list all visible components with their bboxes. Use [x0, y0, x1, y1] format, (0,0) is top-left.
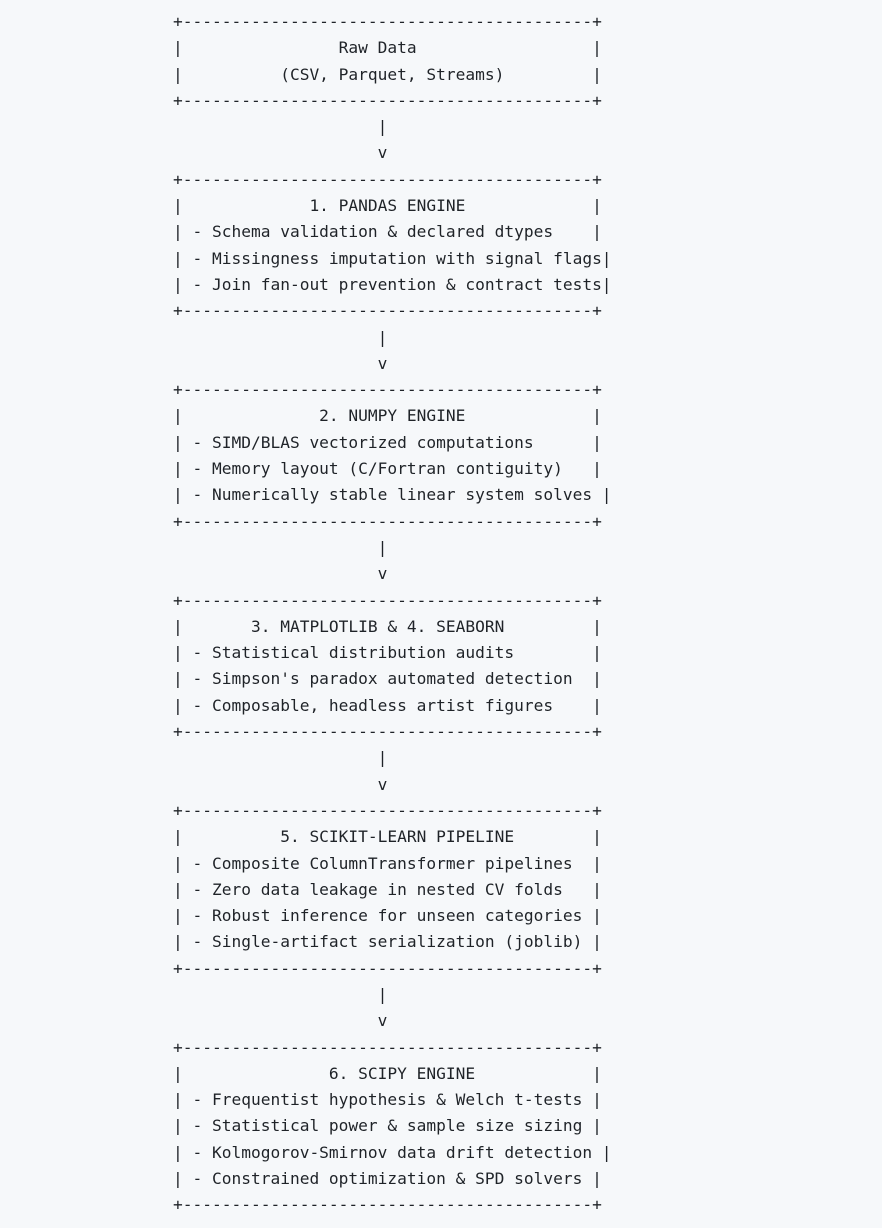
box-item: | - Frequentist hypothesis & Welch t-tes…: [173, 1090, 602, 1110]
box-border-top: +---------------------------------------…: [173, 800, 602, 820]
box-border-bottom: +---------------------------------------…: [173, 301, 602, 321]
box-border-bottom: +---------------------------------------…: [173, 90, 602, 110]
box-title-scikit-learn: | 5. SCIKIT-LEARN PIPELINE |: [173, 827, 602, 847]
box-item: | - Zero data leakage in nested CV folds…: [173, 879, 602, 899]
box-border-top: +---------------------------------------…: [173, 590, 602, 610]
box-title-scipy: | 6. SCIPY ENGINE |: [173, 1063, 602, 1083]
box-item: | - Kolmogorov-Smirnov data drift detect…: [173, 1142, 612, 1162]
box-border-top: +---------------------------------------…: [173, 12, 602, 31]
box-title-raw-data: | Raw Data |: [173, 38, 602, 58]
connector-line: |: [173, 748, 388, 768]
box-item: | - Composite ColumnTransformer pipeline…: [173, 853, 602, 873]
box-item: | - SIMD/BLAS vectorized computations |: [173, 432, 602, 452]
box-item: | - Constrained optimization & SPD solve…: [173, 1169, 602, 1189]
connector-arrow: v: [173, 774, 388, 794]
box-item: | - Single-artifact serialization (jobli…: [173, 932, 602, 952]
box-title-matplotlib-seaborn: | 3. MATPLOTLIB & 4. SEABORN |: [173, 616, 602, 636]
box-item: | - Robust inference for unseen categori…: [173, 906, 602, 926]
box-item: | - Composable, headless artist figures …: [173, 695, 602, 715]
box-border-top: +---------------------------------------…: [173, 380, 602, 400]
box-item: | - Memory layout (C/Fortran contiguity)…: [173, 459, 602, 479]
box-border-top: +---------------------------------------…: [173, 169, 602, 189]
connector-arrow: v: [173, 353, 388, 373]
connector-line: |: [173, 327, 388, 347]
box-border-bottom: +---------------------------------------…: [173, 1195, 602, 1215]
connector-arrow: v: [173, 1011, 388, 1031]
box-border-bottom: +---------------------------------------…: [173, 958, 602, 978]
box-subtitle-raw-data: | (CSV, Parquet, Streams) |: [173, 64, 602, 84]
box-item: | - Simpson's paradox automated detectio…: [173, 669, 602, 689]
box-item: | - Numerically stable linear system sol…: [173, 485, 612, 505]
box-border-bottom: +---------------------------------------…: [173, 722, 602, 742]
box-item: | - Join fan-out prevention & contract t…: [173, 274, 612, 294]
connector-line: |: [173, 117, 388, 137]
connector-line: |: [173, 984, 388, 1004]
box-title-pandas: | 1. PANDAS ENGINE |: [173, 196, 602, 216]
ascii-pipeline-diagram: +---------------------------------------…: [173, 9, 612, 1219]
box-item: | - Statistical power & sample size sizi…: [173, 1116, 602, 1136]
connector-arrow: v: [173, 143, 388, 163]
box-item: | - Missingness imputation with signal f…: [173, 248, 612, 268]
box-item: | - Statistical distribution audits |: [173, 643, 602, 663]
connector-line: |: [173, 537, 388, 557]
box-border-bottom: +---------------------------------------…: [173, 511, 602, 531]
connector-arrow: v: [173, 564, 388, 584]
box-item: | - Schema validation & declared dtypes …: [173, 222, 602, 242]
box-title-numpy: | 2. NUMPY ENGINE |: [173, 406, 602, 426]
box-border-top: +---------------------------------------…: [173, 1037, 602, 1057]
